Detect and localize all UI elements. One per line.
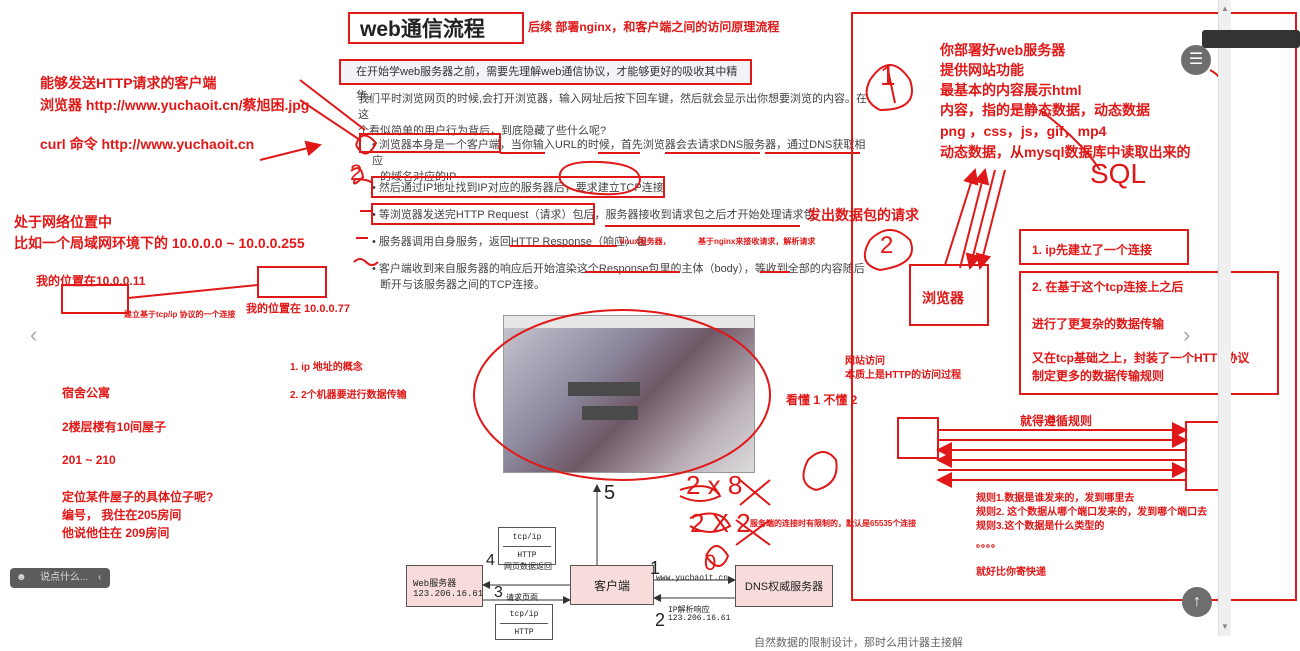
number-5-doodle: 5 [604,482,616,504]
redacted-block [568,382,640,396]
send-packet-note: 发出数据包的请求 [807,207,919,223]
my-position-1-note: 我的位置在10.0.0.11 [36,274,146,288]
number-note: 编号， 我住在205房间 [62,508,182,522]
right-line-3: 最基本的内容展示html [940,82,1082,98]
right-line-6: 动态数据，从mysql数据库中读取出来的 [940,144,1191,160]
rule-2-note: 规则2. 这个数据从哪个端口发来的，发到哪个端口去 [976,507,1208,518]
client-title-note: 能够发送HTTP请求的客户端 [40,75,217,91]
right-line-2: 提供网站功能 [940,62,1024,78]
number-2-doodle: 2 [350,160,363,185]
number-3-doodle: 3 [494,584,503,601]
web-server-ip: 123.206.16.61 [413,589,484,599]
proto-tcpip: tcp/ip [512,533,542,542]
redacted-block [582,406,638,420]
smile-icon: ☻ [16,572,27,583]
circled-number-1: 1 [880,60,896,91]
web-access-note-2: 本质上是HTTP的访问过程 [845,370,962,381]
menu-icon[interactable]: ☰ [1181,45,1211,75]
doc-title: web通信流程 [348,12,524,44]
lan-range-note: 比如一个局域网环境下的 10.0.0.0 ~ 10.0.0.255 [14,235,305,251]
right-line-4: 内容，指的是静态数据，动态数据 [940,102,1150,118]
para-line: 我们平时浏览网页的时候,会打开浏览器，输入网址后按下回车键，然后就会显示出你想要… [358,93,868,121]
chevron-right-icon[interactable]: › [1183,322,1191,347]
bullet-text: 然后通过IP地址找到IP对应的服务器后，要求建立TCP连接 [378,182,664,194]
floors-note: 2楼层楼有10间屋子 [62,420,167,434]
dns-response-label: IP解析响应 [668,606,710,615]
nginx-receive-note: 基于nginx来接收请求，解析请求 [698,237,816,246]
bullet-2: • 然后通过IP地址找到IP对应的服务器后，要求建立TCP连接 [372,182,664,194]
bullet-5: • 客户端收到来自服务器的响应后开始渲染这个Response包里的主体（body… [372,261,872,293]
rules-dots: 。。。。 [976,539,1001,550]
right-line-1: 你部署好web服务器 [940,42,1066,58]
scroll-up-icon[interactable]: ▲ [1221,4,1229,13]
request-label: 请求页面 [506,594,538,603]
locate-note: 定位某件屋子的具体位子呢? [62,490,214,504]
response-label: 网页数据返回 [504,563,552,572]
step-1-note: 1. ip先建立了一个连接 [1032,243,1153,257]
proto-tcpip: tcp/ip [509,610,539,619]
understand-note: 看懂 1 不懂 2 [786,393,858,407]
network-position-note: 处于网络位置中 [14,214,112,230]
title-note: 后续 部署nginx，和客户端之间的访问原理流程 [528,20,780,34]
rule-3-note: 规则3.这个数据是什么类型的 [976,521,1105,532]
arrow-up-icon[interactable]: ↑ [1182,587,1212,617]
browser-screenshot-image [503,315,755,473]
sql-doodle: SQL [1090,158,1147,189]
doc-tail-text: 自然数据的限制设计，那时么用计器主接解 [754,637,963,649]
linux-server-note: linux服务器， [620,237,671,246]
proto-http: HTTP [514,628,534,637]
other-room-note: 他说他住在 209房间 [62,526,170,540]
ip-concept-note: 1. ip 地址的概念 [290,362,363,373]
curl-note: curl 命令 http://www.yuchaoit.cn [40,136,255,152]
doodle-2x2: 2 X 2 [690,508,751,538]
web-access-note-1: 网站访问 [845,356,885,367]
proto-http: HTTP [517,551,537,560]
number-1-doodle: 1 [650,558,661,578]
tcp-connection-note: 建立基于tcp/ip 协议的一个连接 [124,310,236,319]
dns-url-label: www.yuchaoit.cn [656,574,729,583]
step-2b-note: 进行了更复杂的数据传输 [1032,317,1165,331]
dns-server-box: DNS权威服务器 [735,565,833,607]
doodle-2x8: 2 x 8 [686,470,743,500]
rules-title-note: 就得遵循规则 [1020,414,1093,428]
web-server-box: Web服务器 123.206.16.61 [406,565,483,607]
proto-stack-bottom: tcp/ip HTTP [495,604,553,640]
dns-response-ip: 123.206.16.61 [668,614,731,623]
rule-1-note: 规则1.数据是谁发来的，发到哪里去 [976,493,1135,504]
step-2c-note: 又在tcp基础之上，封装了一个HTTP协议 [1032,351,1250,365]
browser-url-note: 浏览器 http://www.yuchaoit.cn/蔡旭困.jpg [40,97,310,113]
client-box: 客户端 [570,565,654,605]
comment-input-bar[interactable]: ☻ 说点什么... ‹ [10,568,110,588]
express-note: 就好比你寄快递 [976,567,1046,578]
doodle-zero: 0 [704,550,717,575]
step-2d-note: 制定更多的数据传输规则 [1032,369,1165,383]
rooms-note: 201 ~ 210 [62,453,116,467]
step-2-note: 2. 在基于这个tcp连接上之后 [1032,280,1184,294]
proto-stack-top: tcp/ip HTTP [498,527,556,565]
circled-number-2: 2 [880,232,894,259]
number-4-doodle: 4 [486,552,495,569]
bullet-text: 客户端收到来自服务器的响应后开始渲染这个Response包里的主体（body），… [378,263,865,275]
number-2b-doodle: 2 [655,610,666,630]
web-server-label: Web服务器 [413,579,457,589]
intro-box: 在开始学web服务器之前，需要先理解web通信协议，才能够更好的吸收其中精华。 [340,60,750,102]
my-position-2-note: 我的位置在 10.0.0.77 [246,303,350,315]
scroll-down-icon[interactable]: ▼ [1221,622,1229,631]
bullet-text: 断开与该服务器之间的TCP连接。 [380,279,545,291]
right-line-5: png ，css，js，gif，mp4 [940,123,1107,139]
server-limit-note: 服务端的连接时有限制的，默认是65535个连接 [750,519,917,528]
collapse-icon[interactable]: ‹ [98,572,102,583]
comment-placeholder: 说点什么... [40,572,89,583]
chevron-left-icon[interactable]: ‹ [30,322,38,347]
dorm-note: 宿舍公寓 [62,386,111,400]
bullet-text: 等浏览器发送完HTTP Request（请求）包后，服务器接收到请求包之后才开始… [378,209,815,221]
bullet-3: • 等浏览器发送完HTTP Request（请求）包后，服务器接收到请求包之后才… [372,209,815,221]
two-machines-note: 2. 2个机器要进行数据传输 [290,390,407,401]
vertical-scrollbar[interactable]: ▲ ▼ [1218,0,1231,636]
redacted-tab [1202,30,1300,48]
browser-label: 浏览器 [922,290,964,306]
